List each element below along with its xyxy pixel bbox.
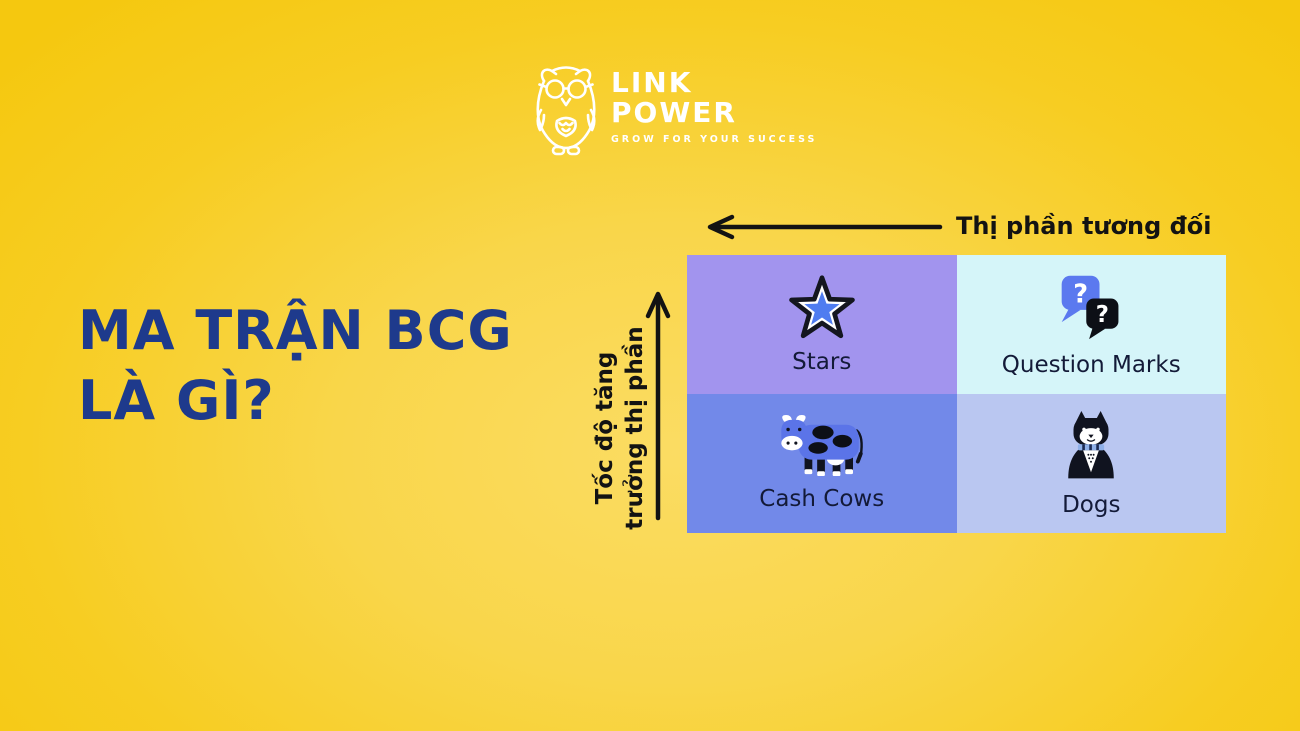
logo-name-line2: POWER xyxy=(611,96,737,129)
page-title-line1: MA TRẬN BCG xyxy=(78,299,513,362)
logo-name-line1: LINK xyxy=(611,66,693,99)
quadrant-label-dogs: Dogs xyxy=(1062,492,1121,518)
question-bubbles-icon: ? ? xyxy=(1061,275,1119,340)
y-axis-arrow-up-icon xyxy=(645,291,671,521)
logo-text: LINK POWER GROW FOR YOUR SUCCESS xyxy=(611,62,818,146)
quadrant-cash-cows: Cash Cows xyxy=(687,394,957,533)
y-axis-label: Tốc độ tăng trưởng thị phần xyxy=(590,308,654,548)
y-axis-label-line2: trưởng thị phần xyxy=(622,326,648,530)
y-axis-label-line1: Tốc độ tăng xyxy=(592,351,618,505)
cow-icon xyxy=(781,415,863,477)
owl-logo-icon xyxy=(536,66,596,156)
quadrant-label-stars: Stars xyxy=(792,349,852,375)
star-icon xyxy=(788,275,855,339)
quadrant-dogs: Dogs xyxy=(956,394,1226,533)
dog-icon xyxy=(1068,411,1114,479)
x-axis-label: Thị phần tương đối xyxy=(956,212,1212,240)
quadrant-stars: Stars xyxy=(687,255,957,394)
quadrant-label-question-marks: Question Marks xyxy=(1001,352,1181,378)
logo-tagline: GROW FOR YOUR SUCCESS xyxy=(611,134,818,145)
bcg-matrix: Stars ? ? Question Marks xyxy=(687,255,1226,533)
svg-text:?: ? xyxy=(1073,279,1088,309)
quadrant-label-cash-cows: Cash Cows xyxy=(759,486,885,512)
x-axis-arrow-left-icon xyxy=(707,214,943,240)
page-title-line2: LÀ GÌ? xyxy=(78,369,275,432)
logo: LINK POWER GROW FOR YOUR SUCCESS xyxy=(533,62,817,156)
quadrant-question-marks: ? ? Question Marks xyxy=(956,255,1226,394)
page-title: MA TRẬN BCG LÀ GÌ? xyxy=(78,296,513,436)
svg-text:?: ? xyxy=(1096,302,1109,328)
